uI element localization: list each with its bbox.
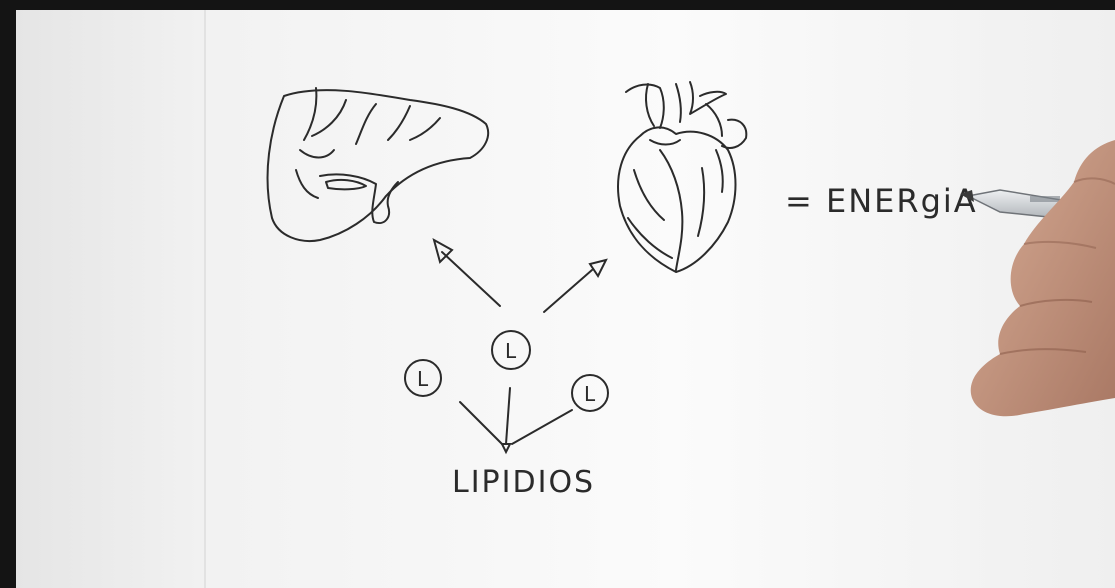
- molecule-letter: L: [584, 382, 597, 406]
- lipids-label: LIPIDIOS: [452, 465, 595, 500]
- molecule-letter: L: [417, 367, 430, 391]
- energy-label: = ENERgiA: [785, 182, 978, 220]
- paper-sheet: [16, 10, 1115, 588]
- molecule-letter: L: [505, 339, 518, 363]
